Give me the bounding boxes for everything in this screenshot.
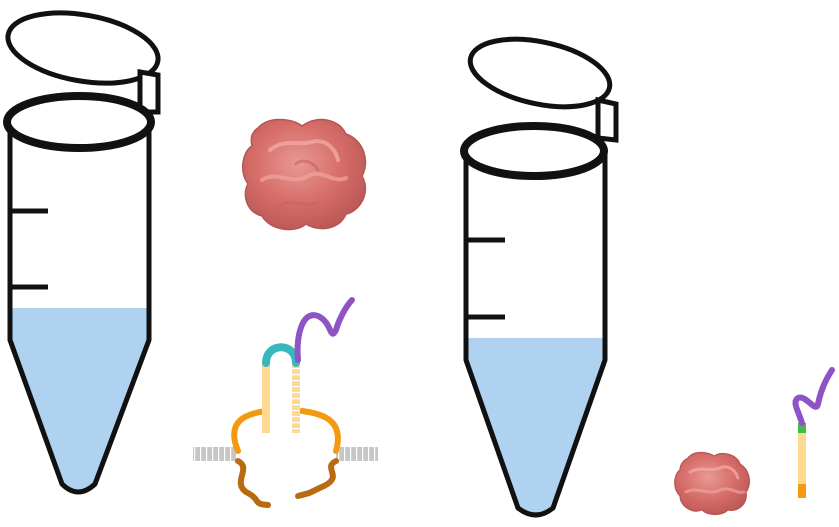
tube-rim-icon: [460, 122, 608, 180]
tube-liquid: [10, 308, 149, 492]
tube-cap-icon: [5, 10, 161, 115]
released-strand-icon: [792, 367, 835, 498]
tube-body: [463, 150, 608, 518]
protein-blob-icon: [674, 451, 750, 516]
tube-before: [3, 10, 161, 495]
aptamer-hairpin-icon: [193, 297, 378, 508]
tube-liquid: [466, 338, 605, 515]
tube-rim-icon: [3, 92, 155, 152]
tube-after: [460, 36, 619, 518]
tube-body: [7, 120, 152, 495]
tube-cap-icon: [467, 36, 619, 143]
protein-blob-icon: [242, 118, 367, 231]
